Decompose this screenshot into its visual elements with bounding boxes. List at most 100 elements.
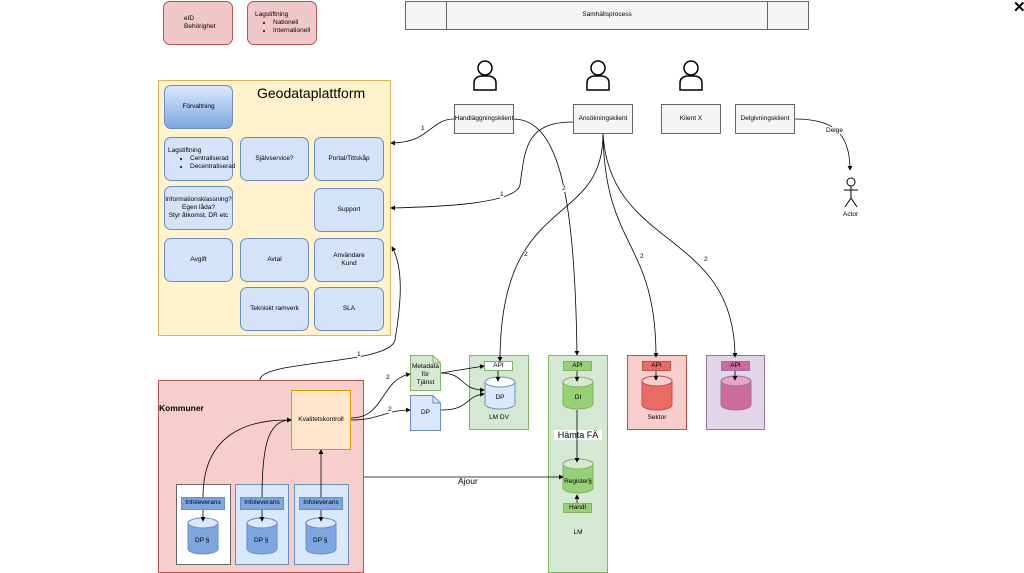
support-box: Support xyxy=(314,188,384,232)
metadata-line-2: för xyxy=(421,370,430,378)
infoleverans-box: Infoleverans xyxy=(181,497,225,510)
lm-dv-dp-label: DP xyxy=(495,394,505,401)
user-icon xyxy=(473,60,497,91)
client-x: Klient X xyxy=(661,104,721,134)
user-icon xyxy=(586,60,610,91)
client-label: Delgivningsklient xyxy=(740,114,790,122)
client-label: Handläggningsklient xyxy=(454,114,514,122)
ajour-label: Ajour xyxy=(458,476,478,486)
infoleverans-box: Infoleverans xyxy=(299,497,343,510)
sjalvservice-box: Självservice? xyxy=(240,137,309,181)
database-icon xyxy=(246,517,278,555)
database-icon xyxy=(562,376,594,410)
portal-label: Portal/Tittskåp xyxy=(328,154,370,162)
document-icon xyxy=(410,395,441,431)
delge-label: Delge xyxy=(826,127,843,134)
support-label: Support xyxy=(337,205,361,213)
info-line-1: Informationsklassning? xyxy=(165,195,232,203)
lag-item-centraliserad: Centraliserad xyxy=(190,155,236,163)
close-icon[interactable]: ✕ xyxy=(1013,0,1024,16)
sla-box: SLA xyxy=(314,287,384,331)
dp-label: DP § xyxy=(195,537,210,544)
database-icon xyxy=(305,517,337,555)
lm-dv-label: LM DV xyxy=(489,414,509,421)
sjalvservice-label: Självservice? xyxy=(255,154,294,162)
api-label: API xyxy=(651,361,662,369)
register-label: Register§ xyxy=(564,478,592,485)
di-label: DI xyxy=(574,394,582,401)
database-icon xyxy=(720,375,752,411)
actor-icon xyxy=(844,177,858,208)
eid-label: eID xyxy=(184,14,195,22)
metadata-label: Metadata för Tjänst xyxy=(410,363,441,386)
user-icon xyxy=(679,60,703,91)
lag-item-nationell: Nationell xyxy=(273,19,310,27)
lagstiftning-geo-box: Lagstiftning Centraliserad Decentraliser… xyxy=(164,137,236,181)
samhallsprocess-box: Samhällsprocess xyxy=(405,1,809,30)
actor-label: Actor xyxy=(843,211,859,218)
edge-label: 1 xyxy=(421,125,425,132)
api-label: API xyxy=(493,361,504,369)
edge-label: 1 xyxy=(500,191,504,198)
client-ansokning: Ansökningsklient xyxy=(573,104,633,134)
edge-label: 2 xyxy=(640,253,644,260)
informationsklassning-box: Informationsklassning? Egen låda? Styr å… xyxy=(164,186,233,230)
lagstiftning-top-box: Lagstiftning Nationell Internationell xyxy=(247,1,317,45)
api-label: API xyxy=(572,361,583,369)
ramverk-label: Tekniskt ramverk xyxy=(250,304,299,312)
edge-label: 2 xyxy=(388,406,392,413)
avtal-label: Avtal xyxy=(267,255,282,263)
edge-label: 2 xyxy=(386,374,390,381)
metadata-line-1: Metadata xyxy=(411,363,440,370)
forvaltning-label: Förvaltning xyxy=(182,102,215,110)
api-box: API xyxy=(642,361,671,371)
eid-box: eID Behörighet xyxy=(163,1,233,45)
behorighet-label: Behörighet xyxy=(184,23,216,30)
edge-label: 2 xyxy=(524,251,528,258)
client-handlaggning: Handläggningsklient xyxy=(454,104,514,134)
infoleverans-label: Infoleverans xyxy=(185,499,221,507)
client-delgivning: Delgivningsklient xyxy=(735,104,795,134)
forvaltning-box: Förvaltning xyxy=(164,85,233,129)
api-box: API xyxy=(563,361,592,371)
api-box: API xyxy=(721,361,750,371)
anvandare-label: Användare xyxy=(333,251,365,259)
lagstiftning-top-title: Lagstiftning xyxy=(255,10,289,18)
kvalitetskontroll-label: Kvalitetskontroll xyxy=(298,415,344,423)
metadata-line-3: Tjänst xyxy=(416,378,435,386)
kommuner-title: Kommuner xyxy=(159,403,204,413)
infoleverans-label: Infoleverans xyxy=(244,499,280,507)
infoleverans-label: Infoleverans xyxy=(303,499,339,507)
lag-item-internationell: Internationell xyxy=(273,27,310,35)
dp-label: DP § xyxy=(254,537,269,544)
avtal-box: Avtal xyxy=(240,238,309,282)
edge-label: 2 xyxy=(562,185,566,192)
document-icon xyxy=(410,355,441,391)
client-label: Klient X xyxy=(679,114,703,122)
lag-item-decentraliserad: Decentraliserad xyxy=(190,163,236,171)
geodataplattform-title: Geodataplattform xyxy=(257,85,366,101)
doc-dp-label: DP xyxy=(420,409,431,416)
info-line-2: Egen låda? xyxy=(182,203,215,211)
database-icon xyxy=(187,517,219,555)
hamta-fa-label: Hämta FÄ xyxy=(554,430,602,440)
lm-label: LM xyxy=(573,529,583,536)
client-label: Ansökningsklient xyxy=(578,114,628,122)
database-icon xyxy=(562,458,594,494)
infoleverans-box: Infoleverans xyxy=(240,497,284,510)
samhallsprocess-label: Samhällsprocess xyxy=(582,11,632,19)
sla-label: SLA xyxy=(342,304,356,312)
edge-label: 2 xyxy=(704,256,708,263)
portal-box: Portal/Tittskåp xyxy=(314,137,384,181)
database-icon xyxy=(484,376,516,410)
sektor-label: Sektor xyxy=(647,414,667,421)
api-label: API xyxy=(730,361,741,369)
edge-label: 1 xyxy=(357,351,361,358)
handl-label: Handl xyxy=(569,503,586,511)
info-line-3: Styr åtkomst, DR etc xyxy=(168,212,229,220)
avgift-label: Avgift xyxy=(190,255,207,263)
handl-box: Handl xyxy=(563,503,592,513)
dp-label: DP § xyxy=(313,537,328,544)
